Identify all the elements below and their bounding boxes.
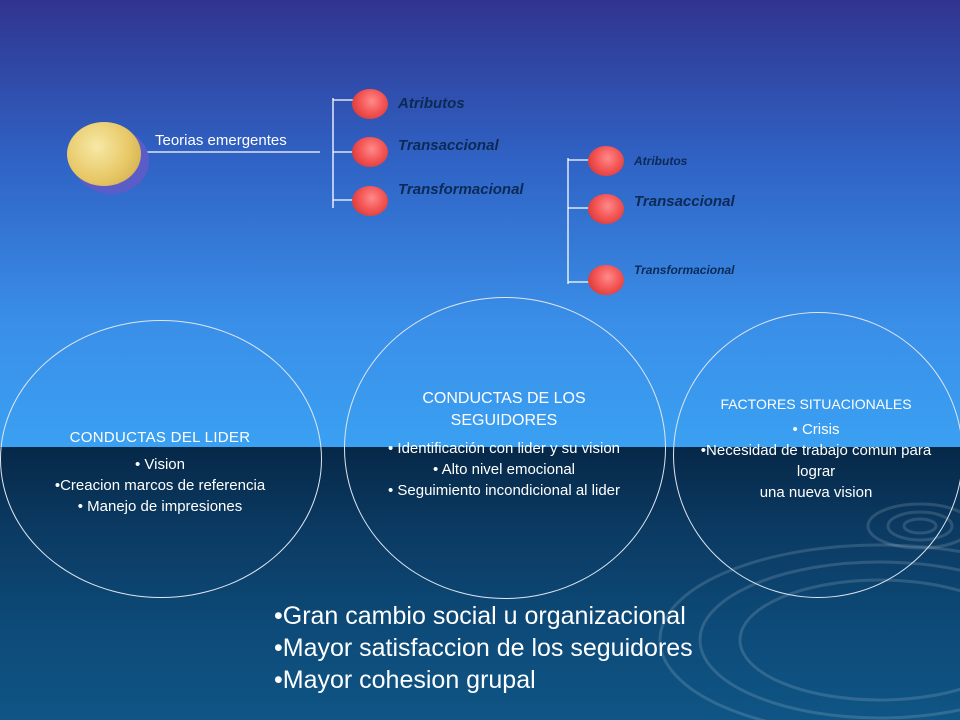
- leader-title: CONDUCTAS DEL LIDER: [69, 429, 251, 446]
- situational-circle: [673, 312, 960, 598]
- followers-title: CONDUCTAS DE LOS SEGUIDORES: [422, 390, 586, 429]
- level2-label-transaccional: Transaccional: [634, 193, 735, 210]
- followers-circle-text: CONDUCTAS DE LOS SEGUIDORES • Identifica…: [344, 388, 664, 501]
- leader-item-marcos: •Creacion marcos de referencia: [54, 477, 266, 494]
- level1-label-atributos: Atributos: [398, 95, 465, 112]
- leader-circle-text: CONDUCTAS DEL LIDER • Vision •Creacion m…: [10, 427, 310, 517]
- root-node-face: [67, 122, 141, 186]
- level2-node-atributos: [588, 146, 624, 176]
- level2-node-transformacional: [588, 265, 624, 295]
- leader-item-vision: • Vision: [134, 456, 185, 473]
- outcomes-list: •Gran cambio social u organizacional •Ma…: [274, 600, 693, 696]
- followers-item-seguimiento: • Seguimiento incondicional al lider: [387, 482, 621, 499]
- level1-node-transformacional: [352, 186, 388, 216]
- followers-circle: [344, 297, 666, 599]
- situational-item-crisis: • Crisis: [792, 421, 840, 438]
- level1-label-transformacional: Transformacional: [398, 181, 524, 198]
- level1-label-transaccional: Transaccional: [398, 137, 499, 154]
- situational-circle-text: FACTORES SITUACIONALES • Crisis •Necesid…: [678, 394, 954, 503]
- situational-title: FACTORES SITUACIONALES: [720, 396, 912, 412]
- outcome-cohesion: •Mayor cohesion grupal: [274, 666, 536, 694]
- root-label: Teorias emergentes: [155, 132, 287, 149]
- level2-node-transaccional: [588, 194, 624, 224]
- level1-node-transaccional: [352, 137, 388, 167]
- level2-label-transformacional: Transformacional: [634, 263, 735, 277]
- level1-node-atributos: [352, 89, 388, 119]
- situational-item-vision: una nueva vision: [759, 484, 873, 501]
- leader-item-impresiones: • Manejo de impresiones: [77, 498, 243, 515]
- outcome-satisfaccion: •Mayor satisfaccion de los seguidores: [274, 634, 693, 662]
- leader-circle: [0, 320, 322, 598]
- situational-item-necesidad: •Necesidad de trabajo comun para lograr: [700, 442, 932, 480]
- followers-item-emocional: • Alto nivel emocional: [433, 461, 575, 478]
- outcome-cambio: •Gran cambio social u organizacional: [274, 602, 686, 630]
- followers-item-identificacion: • Identificación con lider y su vision: [387, 440, 621, 457]
- level2-label-atributos: Atributos: [634, 154, 688, 168]
